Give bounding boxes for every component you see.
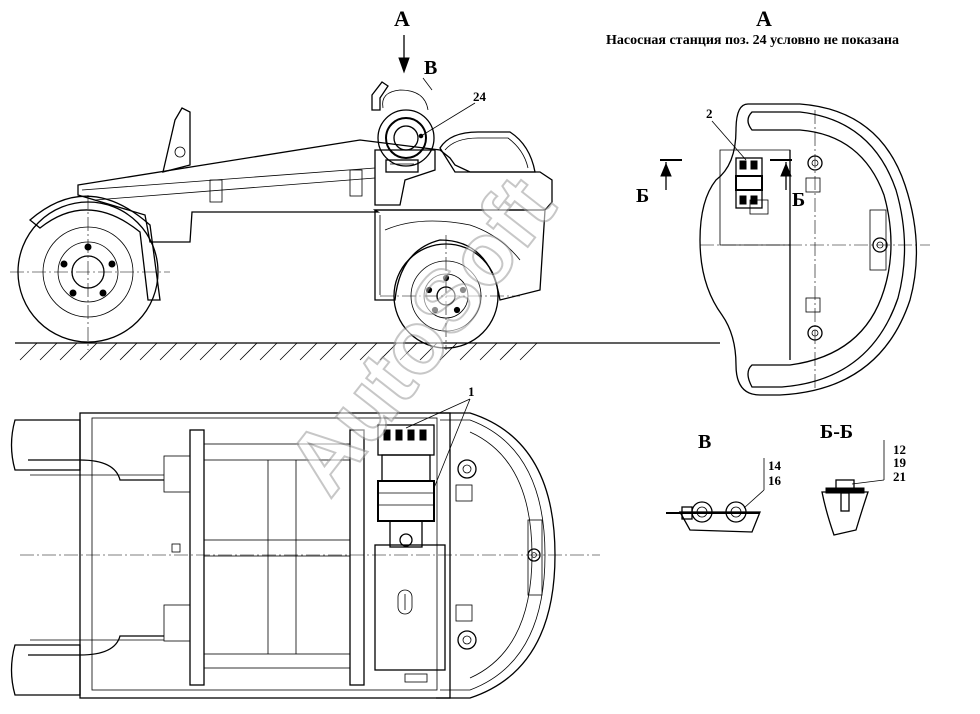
section-bb-title: Б-Б xyxy=(820,421,853,443)
view-b-title: В xyxy=(698,431,711,453)
section-mark-right: Б xyxy=(792,189,805,211)
plan-view: 1 xyxy=(10,384,600,699)
view-a-title: А xyxy=(756,6,772,31)
pos-12-label: 12 xyxy=(893,442,906,457)
view-b-detail: В 14 16 xyxy=(666,431,782,533)
pos-16-label: 16 xyxy=(768,473,782,488)
view-a-detail: А Насосная станция поз. 24 условно не по… xyxy=(606,6,930,396)
pos-24-label: 24 xyxy=(473,89,487,104)
side-view: А В 24 xyxy=(10,6,720,361)
pos-21-label: 21 xyxy=(893,469,906,484)
pump-station-note: Насосная станция поз. 24 условно не пока… xyxy=(606,33,899,48)
pos-2-label: 2 xyxy=(706,106,713,121)
autosoft-watermark: AutoSoft xyxy=(267,158,574,512)
pos-19-label: 19 xyxy=(893,455,907,470)
pos-14-label: 14 xyxy=(768,458,782,473)
section-mark-left: Б xyxy=(636,185,649,207)
view-a-marker: А xyxy=(394,6,410,31)
section-bb-detail: Б-Б 12 19 21 xyxy=(820,421,907,536)
pos-1-label: 1 xyxy=(468,384,475,399)
view-b-marker: В xyxy=(424,57,437,79)
